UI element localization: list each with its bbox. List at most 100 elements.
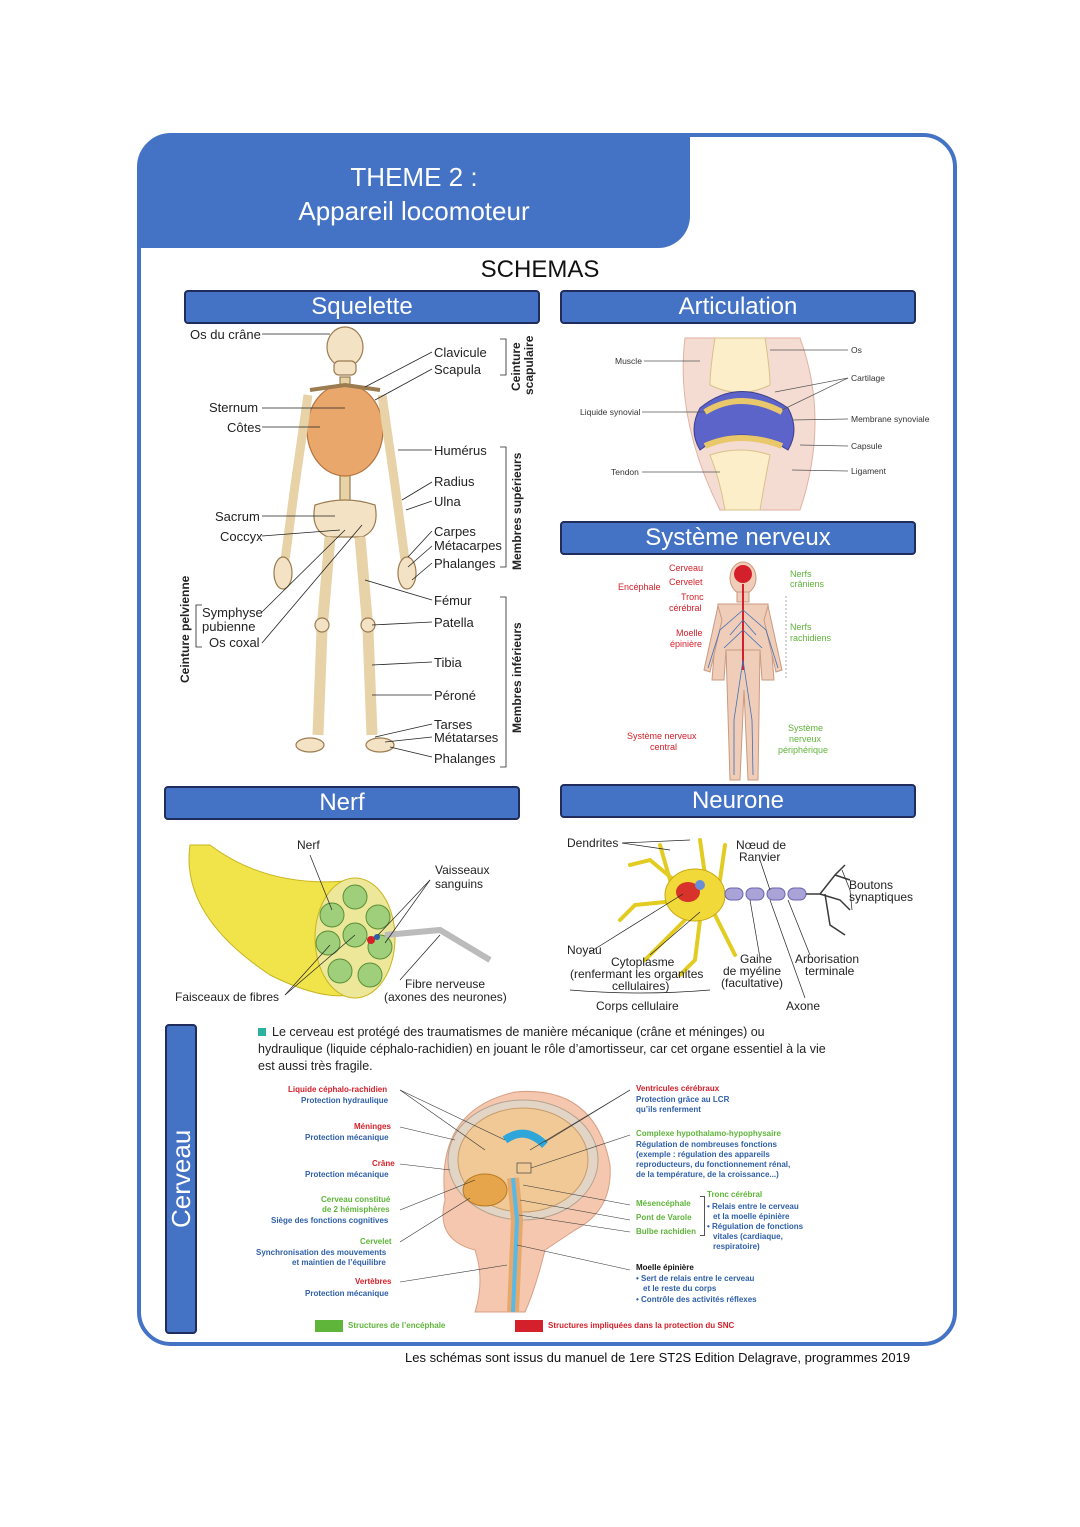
brain-illustration [395, 1080, 635, 1312]
label-phalanges-pied: Phalanges [434, 751, 495, 766]
label-vaisseaux-1: Vaisseaux [435, 863, 489, 877]
tronc-bracket [700, 1196, 705, 1236]
label-fibre-2: (axones des neurones) [384, 990, 507, 1004]
label-faisceaux: Faisceaux de fibres [175, 990, 279, 1004]
footer-source: Les schémas sont issus du manuel de 1ere… [405, 1350, 910, 1365]
label-sn-cervelet: Cervelet [669, 578, 703, 588]
label-meninges-desc: Protection mécanique [305, 1133, 389, 1143]
label-cerveau-hemispheres: de 2 hémisphères [322, 1205, 390, 1215]
label-cervelet: Cervelet [360, 1237, 392, 1247]
theme-line-1: THEME 2 : [138, 160, 690, 194]
label-membrane-synoviale: Membrane synoviale [851, 414, 929, 424]
label-scapula: Scapula [434, 362, 481, 377]
label-cervelet-desc-1: Synchronisation des mouvements [256, 1248, 386, 1258]
label-cotes: Côtes [227, 420, 261, 435]
label-muscle: Muscle [615, 356, 642, 366]
label-tronc-b2: et la moelle épinière [713, 1212, 789, 1222]
label-tibia: Tibia [434, 655, 462, 670]
label-phalanges-main: Phalanges [434, 556, 495, 571]
label-patella: Patella [434, 615, 474, 630]
label-tronc-b1: • Relais entre le cerveau [707, 1202, 799, 1212]
label-complexe-desc-4: de la température, de la croissance...) [636, 1170, 779, 1180]
label-snp-1: Système [788, 724, 823, 734]
label-tronc-b5: respiratoire) [713, 1242, 760, 1252]
label-nerfs-rachidiens-1: Nerfs [790, 623, 812, 633]
label-tronc-b4: vitales (cardiaque, [713, 1232, 783, 1242]
label-sn-cerebral: cérébral [669, 604, 702, 614]
label-os-coxal: Os coxal [209, 635, 260, 650]
label-lcr-desc: Protection hydraulique [301, 1096, 388, 1106]
label-gaine-3: (facultative) [721, 976, 783, 990]
label-noyau: Noyau [567, 943, 602, 957]
label-metatarses: Métatarses [434, 730, 498, 745]
label-encephale: Encéphale [618, 583, 661, 593]
label-pubienne: pubienne [202, 619, 256, 634]
label-capsule: Capsule [851, 441, 882, 451]
label-tronc-cerebral: Tronc cérébral [707, 1190, 762, 1200]
label-os-du-crane: Os du crâne [190, 327, 261, 342]
label-ceinture-pelvienne: Ceinture pelvienne [178, 576, 192, 683]
label-lcr: Liquide céphalo-rachidien [288, 1085, 387, 1095]
label-cerveau-desc: Siège des fonctions cognitives [271, 1216, 388, 1226]
label-noeud-2: Ranvier [739, 850, 780, 864]
label-fibre-1: Fibre nerveuse [405, 977, 485, 991]
label-ceinture-scapulaire-1: Ceinture [509, 342, 523, 391]
legend-red-swatch [515, 1320, 543, 1332]
label-corps-cellulaire: Corps cellulaire [596, 999, 679, 1013]
label-snc-1: Système nerveux [627, 732, 697, 742]
legend-green-swatch [315, 1320, 343, 1332]
label-symphyse: Symphyse [202, 605, 263, 620]
cerveau-paragraph: Le cerveau est protégé des traumatismes … [258, 1024, 830, 1075]
label-complexe: Complexe hypothalamo-hypophysaire [636, 1129, 781, 1139]
label-dendrites: Dendrites [567, 836, 618, 850]
label-snc-2: central [650, 743, 677, 753]
section-systeme-nerveux: Système nerveux [560, 521, 916, 555]
label-complexe-desc-3: reproducteurs, du fonctionnement rénal, [636, 1160, 790, 1170]
label-axone: Axone [786, 999, 820, 1013]
label-arbo-2: terminale [805, 964, 854, 978]
label-nerf: Nerf [297, 838, 320, 852]
label-mesencephale: Mésencéphale [636, 1199, 691, 1209]
label-sn-tronc: Tronc [681, 593, 704, 603]
theme-header: THEME 2 : Appareil locomoteur [138, 136, 690, 248]
section-cerveau: Cerveau [166, 1130, 197, 1228]
label-sternum: Sternum [209, 400, 258, 415]
label-sacrum: Sacrum [215, 509, 260, 524]
label-sn-moelle: Moelle [676, 629, 703, 639]
label-membres-superieurs: Membres supérieurs [510, 453, 524, 570]
section-neurone: Neurone [560, 784, 916, 818]
label-cervelet-desc-2: et maintien de l’équilibre [292, 1258, 386, 1268]
label-crane: Crâne [372, 1159, 395, 1169]
label-sn-epiniere: épinière [670, 640, 702, 650]
label-nerfs-craniens-2: crâniens [790, 580, 824, 590]
label-ventricules-desc-2: qu’ils renferment [636, 1105, 701, 1115]
label-carpes: Carpes [434, 524, 476, 539]
label-crane-desc: Protection mécanique [305, 1170, 389, 1180]
label-tronc-b3: • Régulation de fonctions [707, 1222, 803, 1232]
label-tendon: Tendon [611, 467, 639, 477]
label-boutons-2: synaptiques [849, 890, 913, 904]
label-cerveau-constitue: Cerveau constitué [321, 1195, 390, 1205]
label-moelle-b3: • Contrôle des activités réflexes [636, 1295, 757, 1305]
label-ventricules-desc-1: Protection grâce au LCR [636, 1095, 729, 1105]
label-cartilage: Cartilage [851, 373, 885, 383]
label-moelle-b1: • Sert de relais entre le cerveau [636, 1274, 754, 1284]
label-vertebres: Vertèbres [355, 1277, 391, 1287]
label-vaisseaux-2: sanguins [435, 877, 483, 891]
label-cyto-3: cellulaires) [612, 979, 669, 993]
label-moelle-b2: et le reste du corps [643, 1284, 716, 1294]
legend-green-label: Structures de l’encéphale [348, 1321, 445, 1331]
label-liquide-synovial: Liquide synovial [580, 407, 640, 417]
label-humerus: Humérus [434, 443, 487, 458]
label-pont-varole: Pont de Varole [636, 1213, 692, 1223]
label-ulna: Ulna [434, 494, 461, 509]
label-sn-cerveau: Cerveau [669, 564, 703, 574]
label-coccyx: Coccyx [220, 529, 263, 544]
label-ceinture-scapulaire-2: scapulaire [522, 336, 536, 395]
label-ventricules: Ventricules cérébraux [636, 1084, 719, 1094]
skeleton-illustration [150, 325, 550, 785]
label-meninges: Méninges [354, 1122, 391, 1132]
label-ligament: Ligament [851, 466, 886, 476]
label-os: Os [851, 345, 862, 355]
label-membres-inferieurs: Membres inférieurs [510, 622, 524, 733]
